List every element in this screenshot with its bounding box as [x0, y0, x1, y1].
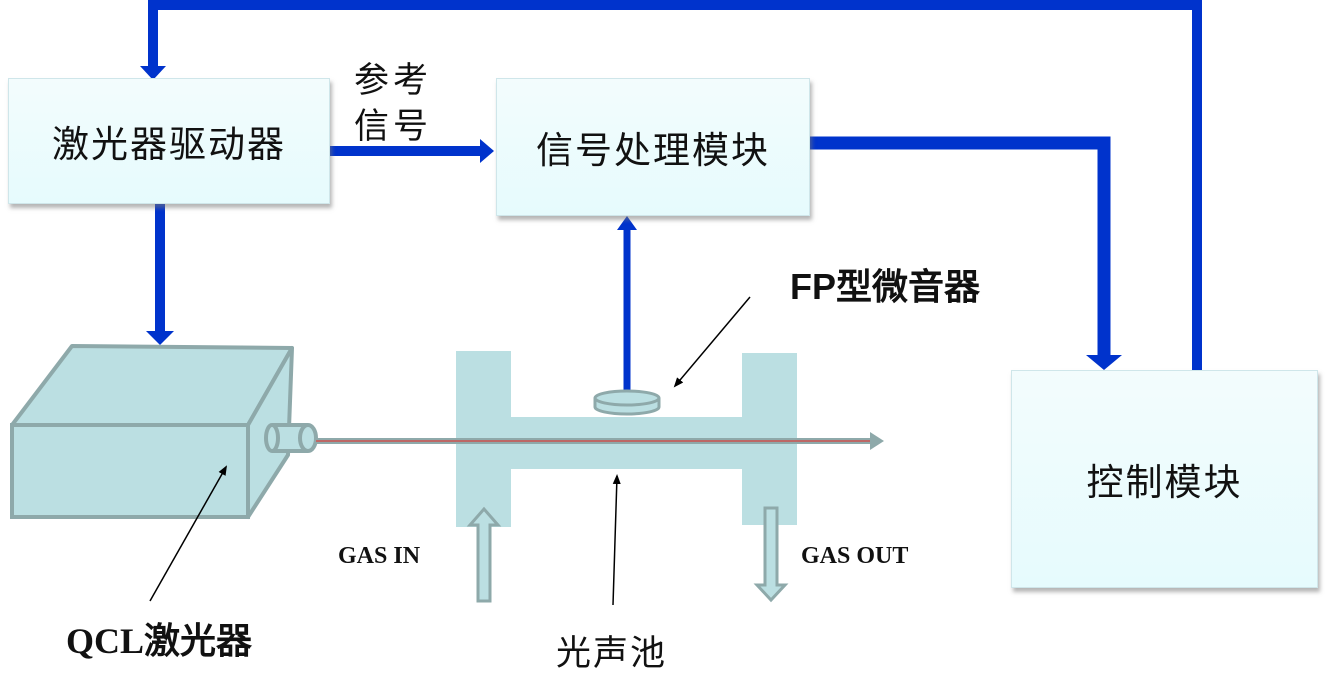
- photoacoustic-cell-label: 光声池: [556, 634, 668, 674]
- mic-pointer: [673, 296, 751, 388]
- qcl-laser-label: QCL激光器: [66, 621, 253, 661]
- laser-driver-label: 激光器驱动器: [52, 123, 286, 166]
- feedback-line: [148, 0, 1202, 370]
- reference-signal-label-line2: 信号: [354, 107, 433, 147]
- qcl-pointer: [149, 465, 227, 602]
- signal-processing-label: 信号处理模块: [536, 129, 770, 172]
- processing-to-control-arrowhead: [1086, 355, 1122, 370]
- qcl-laser-device: [10, 344, 318, 519]
- laser-driver-block: 激光器驱动器: [8, 78, 330, 204]
- gas-out-arrow-icon: [753, 506, 789, 603]
- gas-in-arrow-icon: [466, 506, 502, 603]
- mic-to-processing-arrowhead: [617, 216, 637, 230]
- fp-microphone-device: [593, 389, 661, 416]
- processing-to-control-line: [810, 136, 1111, 357]
- reference-signal-arrowhead: [480, 139, 494, 163]
- cell-pointer: [612, 474, 621, 606]
- feedback-arrowhead: [140, 66, 166, 80]
- control-module-block: 控制模块: [1011, 370, 1318, 588]
- control-module-label: 控制模块: [1086, 461, 1243, 504]
- reference-signal-label-line1: 参考: [354, 61, 433, 101]
- driver-to-laser-arrowhead: [146, 331, 174, 345]
- gas-out-label: GAS OUT: [801, 543, 909, 569]
- signal-processing-block: 信号处理模块: [496, 78, 810, 216]
- fp-microphone-label: FP型微音器: [790, 266, 981, 307]
- laser-beam: [316, 432, 884, 450]
- gas-in-label: GAS IN: [338, 543, 421, 569]
